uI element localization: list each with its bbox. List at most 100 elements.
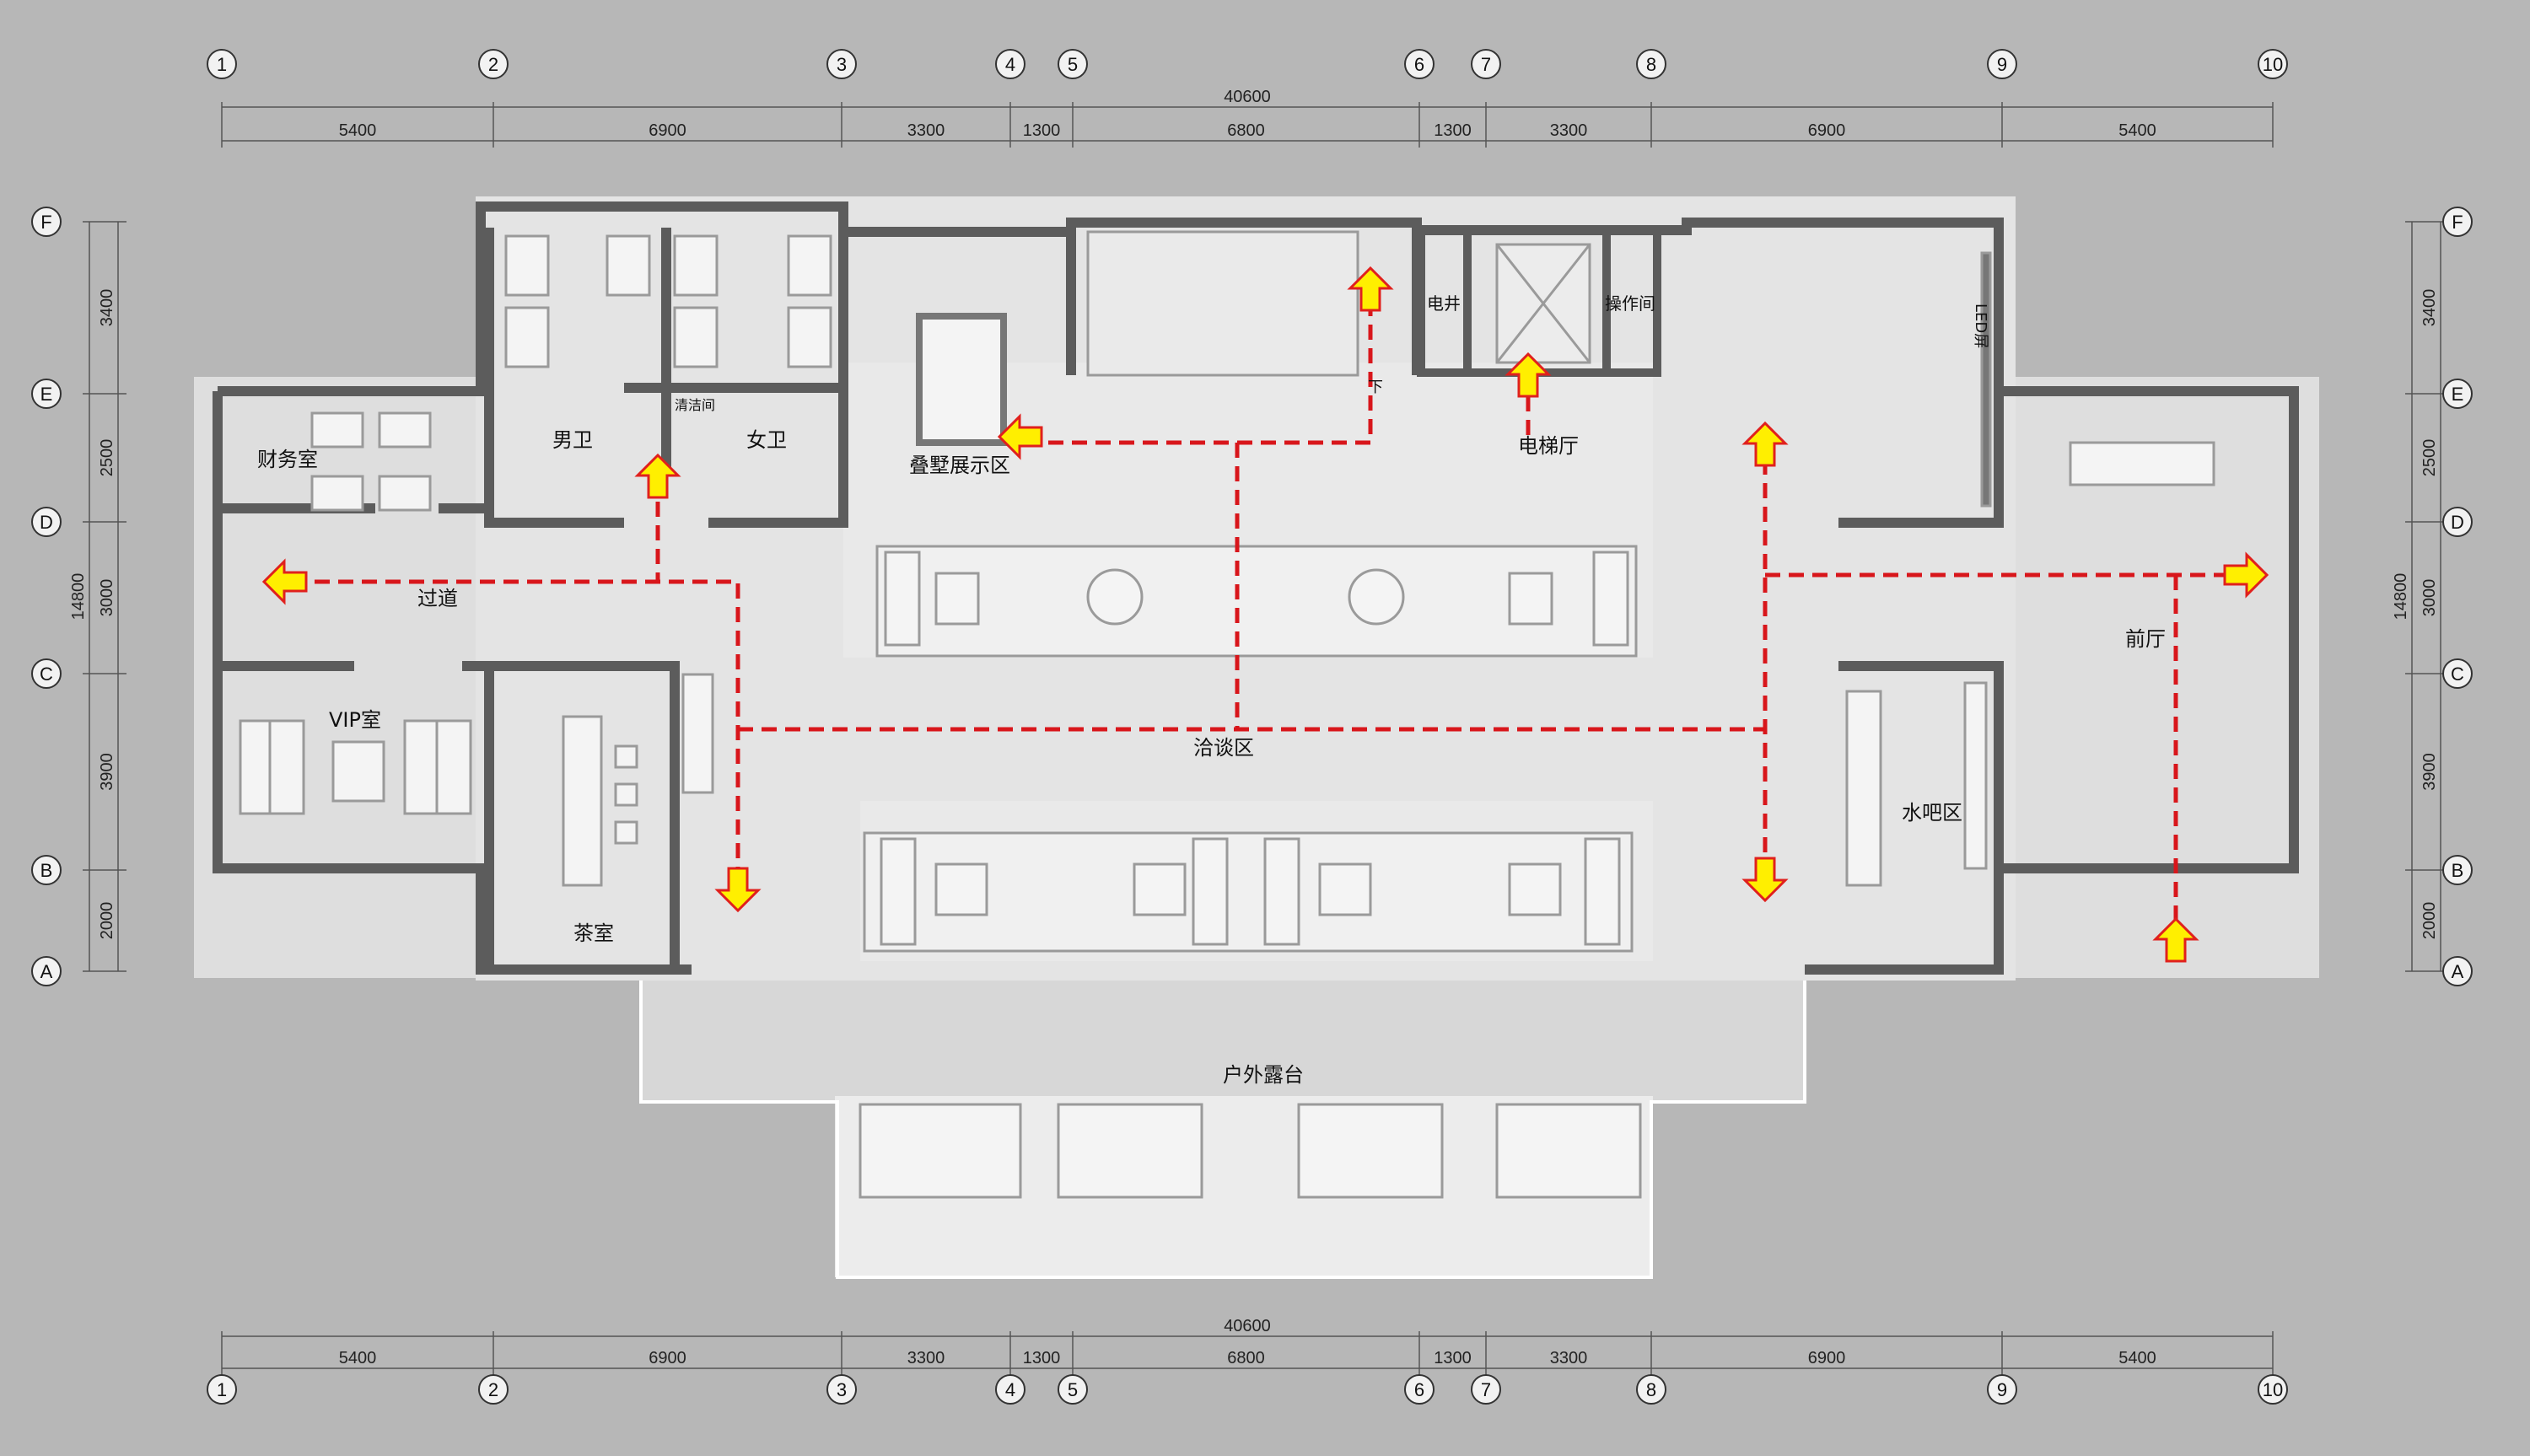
dimension-segment-label: 1300 [1023, 1349, 1061, 1367]
axis-label-text: 5 [1068, 1379, 1078, 1400]
dimension-lines: 40600 5400 6900 3300 1300 6800 1300 3300 6900 540… [31, 49, 2473, 1405]
axis-bubble-D: D [31, 507, 62, 537]
dimension-segment-label: 6900 [1808, 121, 1846, 140]
axis-bubble-5: 5 [1058, 1374, 1088, 1405]
label-stair-down: 下 [1368, 379, 1383, 396]
dimension-segment-label: 2000 [98, 902, 116, 940]
arrow-led [1741, 421, 1789, 467]
axis-bubble-9: 9 [1987, 49, 2017, 79]
axis-bubble-5: 5 [1058, 49, 1088, 79]
dimension-total-label: 14800 [69, 573, 88, 621]
label-negotiation: 洽谈区 [1193, 736, 1254, 760]
arrow-tea-exit [714, 867, 762, 913]
axis-bubble-10: 10 [2258, 49, 2288, 79]
axis-label-text: 2 [488, 54, 498, 75]
axis-bubble-3: 3 [826, 49, 857, 79]
axis-bubble-B: B [2442, 855, 2473, 885]
label-water-bar: 水吧区 [1902, 801, 1962, 825]
axis-label-text: A [2452, 961, 2464, 982]
label-led-screen: LED屏 [1972, 304, 1989, 348]
axis-label-text: 9 [1997, 1379, 2007, 1400]
label-womens-wc: 女卫 [746, 428, 787, 452]
axis-bubble-6: 6 [1404, 49, 1435, 79]
dimension-segment-label: 6800 [1227, 121, 1265, 140]
axis-bubble-1: 1 [207, 49, 237, 79]
axis-label-text: E [40, 384, 53, 405]
axis-bubble-A: A [31, 956, 62, 986]
dimension-segment-label: 6900 [649, 121, 686, 140]
axis-label-text: 7 [1481, 54, 1491, 75]
dimension-segment-label: 1300 [1023, 121, 1061, 140]
room-labels: 财务室 男卫 清洁间 女卫 叠墅展示区 电井 操作间 电梯厅 LED屏 下 过道… [257, 293, 2166, 1087]
axis-label-text: 10 [2263, 1379, 2283, 1400]
axis-bubble-9: 9 [1987, 1374, 2017, 1405]
axis-label-text: 1 [217, 54, 227, 75]
dimension-segment-label: 5400 [339, 1349, 377, 1367]
label-corridor: 过道 [417, 587, 458, 610]
axis-label-text: 9 [1997, 54, 2007, 75]
label-mens-wc: 男卫 [552, 428, 593, 452]
axis-label-text: 5 [1068, 54, 1078, 75]
arrow-bar-exit [1741, 857, 1789, 903]
label-elec-shaft: 电井 [1427, 293, 1461, 314]
axis-label-text: 3 [837, 1379, 847, 1400]
arrow-elevator [1505, 352, 1552, 398]
dimension-segment-label: 2500 [2420, 439, 2439, 477]
axis-label-text: 3 [837, 54, 847, 75]
axis-label-text: 4 [1005, 1379, 1015, 1400]
dimension-total-label: 14800 [2392, 573, 2410, 621]
axis-label-text: 6 [1414, 1379, 1424, 1400]
dimension-segment-label: 2500 [98, 439, 116, 477]
dimension-segment-label: 3000 [2420, 579, 2439, 617]
axis-label-text: C [2451, 664, 2464, 685]
axis-label-text: F [2452, 212, 2463, 233]
arrow-display [997, 413, 1043, 460]
axis-label-text: 4 [1005, 54, 1015, 75]
dimension-segment-label: 5400 [2118, 1349, 2156, 1367]
label-terrace: 户外露台 [1223, 1063, 1304, 1087]
dimension-segment-label: 3300 [907, 1349, 945, 1367]
dimension-segment-label: 6800 [1227, 1349, 1265, 1367]
terrace-outline [639, 981, 1806, 1279]
dimension-total-label: 40600 [1224, 1317, 1271, 1335]
axis-label-text: C [40, 664, 53, 685]
axis-bubble-7: 7 [1471, 1374, 1501, 1405]
exit-arrows [261, 266, 2269, 963]
dimension-segment-label: 3300 [1550, 1349, 1588, 1367]
axis-label-text: B [2452, 860, 2464, 881]
axis-label-text: B [40, 860, 53, 881]
axis-bubble-2: 2 [478, 1374, 509, 1405]
axis-bubble-E: E [31, 379, 62, 409]
dimension-segment-label: 1300 [1434, 121, 1472, 140]
axis-bubble-10: 10 [2258, 1374, 2288, 1405]
axis-bubble-E: E [2442, 379, 2473, 409]
axis-label-text: D [40, 512, 53, 533]
axis-label-text: 8 [1646, 1379, 1656, 1400]
dimension-segment-label: 2000 [2420, 902, 2439, 940]
axis-bubble-F: F [31, 207, 62, 237]
axis-bubble-2: 2 [478, 49, 509, 79]
axis-bubble-6: 6 [1404, 1374, 1435, 1405]
label-janitor: 清洁间 [675, 397, 715, 413]
axis-bubble-C: C [2442, 658, 2473, 689]
axis-label-text: 8 [1646, 54, 1656, 75]
axis-label-text: 10 [2263, 54, 2283, 75]
label-vip-room: VIP室 [329, 708, 381, 732]
axis-label-text: 1 [217, 1379, 227, 1400]
axis-bubble-8: 8 [1636, 49, 1666, 79]
axis-bubble-7: 7 [1471, 49, 1501, 79]
label-villa-display: 叠墅展示区 [909, 454, 1010, 477]
label-control-room: 操作间 [1605, 293, 1655, 314]
dimension-segment-label: 3000 [98, 579, 116, 617]
axis-label-text: 7 [1481, 1379, 1491, 1400]
axis-bubble-8: 8 [1636, 1374, 1666, 1405]
dimension-segment-label: 6900 [1808, 1349, 1846, 1367]
axis-label-text: 2 [488, 1379, 498, 1400]
axis-bubble-D: D [2442, 507, 2473, 537]
axis-bubble-4: 4 [995, 1374, 1025, 1405]
arrow-stair [1347, 266, 1394, 312]
axis-bubble-F: F [2442, 207, 2473, 237]
dimension-segment-label: 5400 [2118, 121, 2156, 140]
dimension-segment-label: 3900 [2420, 753, 2439, 791]
